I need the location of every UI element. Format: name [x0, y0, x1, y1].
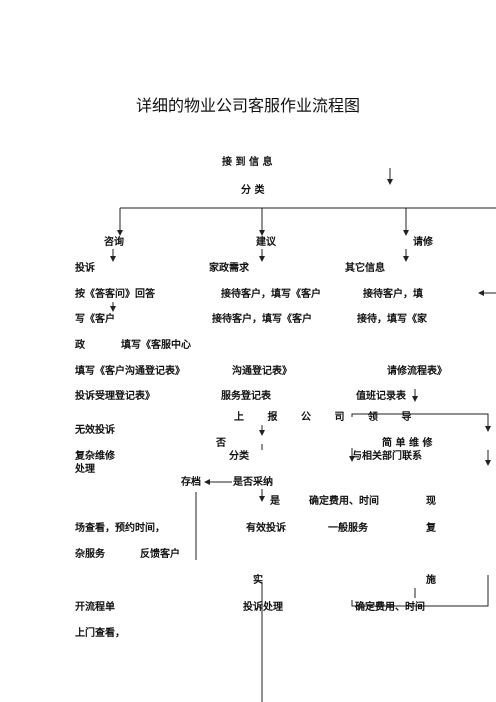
- text-complex-1: 复: [426, 523, 436, 534]
- text-receive-fill-1: 接待客户，填写《客户: [221, 289, 321, 300]
- text-repair-flow-form: 请修流程表》: [387, 366, 447, 377]
- text-on-site-1: 现: [426, 496, 436, 507]
- text-write-customer: 写《客户: [75, 314, 115, 325]
- node-valid-complaint: 有效投诉: [246, 523, 286, 534]
- text-complaint-form: 投诉受理登记表》: [75, 391, 155, 402]
- node-archive: 存档: [181, 477, 201, 488]
- text-implement-1: 实: [253, 575, 263, 586]
- node-classify-2: 分类: [229, 451, 249, 462]
- text-receive-fill-3: 接待客户，填写《客户: [212, 314, 312, 325]
- node-simple-repair: 简 单 维 修: [382, 438, 433, 449]
- text-fill-communication-form: 填写《客户沟通登记表》: [75, 366, 185, 377]
- text-on-site-2: 场查看，预约时间，: [75, 523, 165, 534]
- label-no: 否: [216, 438, 226, 449]
- text-complex-2: 杂服务: [75, 549, 105, 560]
- text-onsite-check: 上门查看，: [75, 628, 125, 639]
- text-communication-form: 沟通登记表》: [232, 366, 292, 377]
- text-receive-fill-2: 接待客户，填: [363, 289, 423, 300]
- node-complaint: 投诉: [75, 263, 95, 274]
- node-home-need: 家政需求: [209, 263, 249, 274]
- text-implement-2: 施: [426, 575, 436, 586]
- text-confirm-cost-time-2: 确定费用、时间: [355, 602, 425, 613]
- text-duty-record: 值班记录表: [356, 391, 406, 402]
- text-service-form: 服务登记表: [221, 391, 271, 402]
- node-classify: 分 类: [241, 185, 265, 196]
- text-receive-fill-4: 接待，填写《家: [357, 314, 427, 325]
- text-housekeeping: 政: [75, 340, 85, 351]
- node-other-info: 其它信息: [345, 263, 385, 274]
- node-report-leader: 上 报 公 司 领 导: [234, 412, 412, 423]
- node-consult: 咨询: [104, 237, 124, 248]
- node-repair: 请修: [413, 237, 433, 248]
- text-confirm-cost-time: 确定费用、时间: [309, 496, 379, 507]
- node-feedback-customer: 反馈客户: [140, 549, 180, 560]
- node-complex-repair: 复杂维修: [75, 451, 115, 462]
- text-fill-service-center: 填写《客服中心: [121, 340, 191, 351]
- node-handle: 处理: [75, 464, 95, 475]
- node-contact-dept: 与相关部门联系: [352, 451, 422, 462]
- node-complaint-handling: 投诉处理: [243, 602, 283, 613]
- node-suggest: 建议: [256, 237, 276, 248]
- label-yes: 是: [270, 496, 280, 507]
- node-adopted: 是否采纳: [233, 477, 273, 488]
- flowchart-title: 详细的物业公司客服作业流程图: [135, 96, 360, 115]
- text-answer-faq: 按《答客问》回答: [75, 289, 155, 300]
- node-open-process-form: 开流程单: [75, 602, 115, 613]
- node-invalid-complaint: 无效投诉: [75, 425, 115, 436]
- node-general-service: 一般服务: [328, 523, 368, 534]
- node-receive-info: 接 到 信 息: [222, 157, 273, 168]
